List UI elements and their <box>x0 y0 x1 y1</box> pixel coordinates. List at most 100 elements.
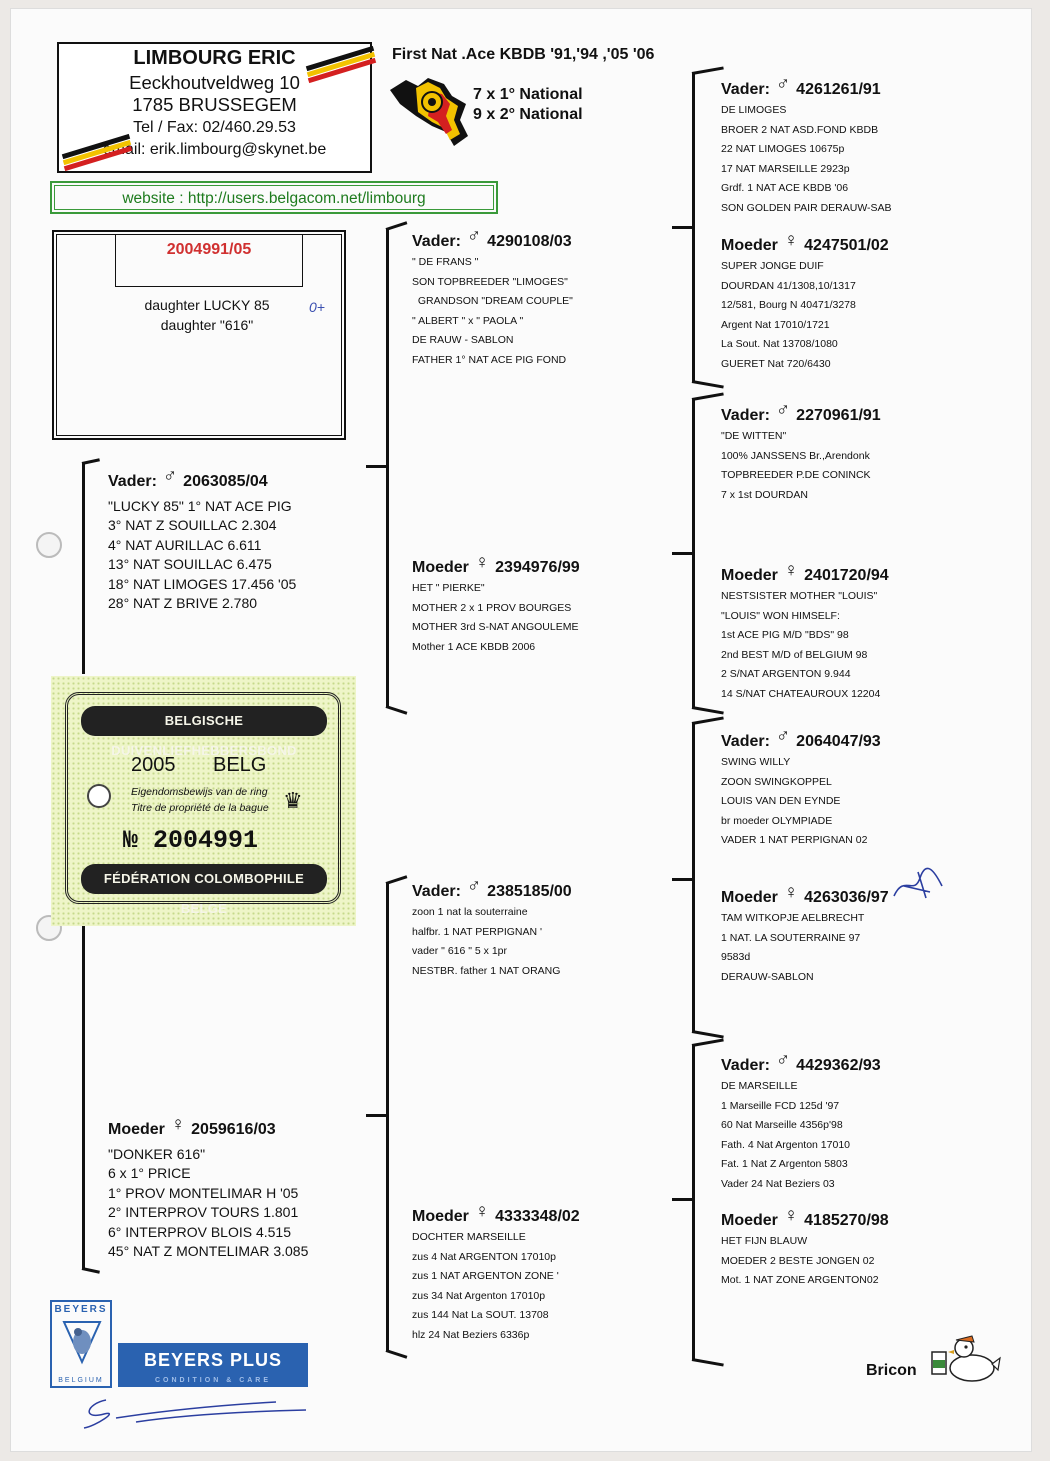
entry-dam-dam: Moeder♀4333348/02 DOCHTER MARSEILLE zus … <box>412 1201 580 1346</box>
sss-line: Grdf. 1 NAT ACE KBDB '06 <box>721 182 849 195</box>
sd-line: MOTHER 3rd S-NAT ANGOULEME <box>412 621 579 634</box>
dam-line: 2° INTERPROV TOURS 1.801 <box>108 1204 299 1221</box>
website-box[interactable]: website : http://users.belgacom.net/limb… <box>50 181 498 214</box>
breeder-name: LIMBOURG ERIC <box>133 47 296 69</box>
sd-line: HET " PIERKE" <box>412 582 485 594</box>
ss-line: FATHER 1° NAT ACE PIG FOND <box>412 353 567 366</box>
national-wins-second: 9 x 2° National <box>473 106 583 123</box>
handwritten-scribble <box>893 867 943 899</box>
bracket-dd-parents-connector <box>672 1198 694 1201</box>
ddd-line: HET FIJN BLAUW <box>721 1235 808 1247</box>
male-symbol-icon: ♂ <box>775 1050 791 1071</box>
dds-line: DE MARSEILLE <box>721 1080 798 1092</box>
entry-sss: Vader:♂4261261/91 DE LIMOGES BROER 2 NAT… <box>721 74 892 219</box>
entry-dam: Moeder♀2059616/03 "DONKER 616" 6 x 1° PR… <box>108 1114 308 1261</box>
ds-line: NESTBR. father 1 NAT ORANG <box>412 964 561 977</box>
sds-line: 100% JANSSENS Br.,Arendonk <box>721 449 870 462</box>
subject-ring-number: 2004991/05 <box>166 241 252 258</box>
ss-line: SON TOPBREEDER "LIMOGES" <box>412 275 568 288</box>
beyers-plus-text: BEYERS PLUS <box>143 1350 283 1370</box>
male-symbol-icon: ♂ <box>466 876 482 897</box>
beyers-logo-country: BELGIUM <box>58 1377 104 1384</box>
pigeon-icon <box>62 1321 102 1365</box>
breeder-card: LIMBOURG ERIC Eeckhoutveldweg 10 1785 BR… <box>57 42 377 173</box>
sds-line: 7 x 1st DOURDAN <box>721 488 808 501</box>
entry-sire-dam: Moeder♀2394976/99 HET " PIERKE" MOTHER 2… <box>412 552 580 657</box>
dds-line: 60 Nat Marseille 4356p'98 <box>721 1119 843 1132</box>
female-symbol-icon: ♀ <box>783 560 799 581</box>
dd-line: DOCHTER MARSEILLE <box>412 1231 526 1243</box>
sire-role: Vader: <box>108 473 157 490</box>
dds-ring: 4429362/93 <box>796 1057 881 1074</box>
sire-line: 3° NAT Z SOUILLAC 2.304 <box>108 517 277 534</box>
dd-line: zus 1 NAT ARGENTON ZONE ' <box>412 1270 559 1283</box>
sds-line: TOPBREEDER P.DE CONINCK <box>721 469 871 482</box>
bracket-sire <box>82 462 85 674</box>
sds-role: Vader: <box>721 407 770 424</box>
ss-ring: 4290108/03 <box>487 233 572 250</box>
sss-line: BROER 2 NAT ASD.FOND KBDB <box>721 123 879 136</box>
sd-line: Mother 1 ACE KBDB 2006 <box>412 640 536 653</box>
sdd-role: Moeder <box>721 567 778 584</box>
bracket-ds-parents <box>692 722 695 1032</box>
certificate-number: № 2004991 <box>123 826 259 855</box>
ddd-role: Moeder <box>721 1212 778 1229</box>
dam-line: 1° PROV MONTELIMAR H '05 <box>108 1184 299 1201</box>
female-symbol-icon: ♀ <box>783 882 799 903</box>
dam-ring: 2059616/03 <box>191 1121 276 1138</box>
bricon-brand: Bricon <box>866 1362 917 1379</box>
sd-role: Moeder <box>412 559 469 576</box>
dam-line: "DONKER 616" <box>108 1146 206 1162</box>
beyers-plus-subtitle: CONDITION & CARE <box>154 1377 272 1384</box>
dds-line: Fath. 4 Nat Argenton 17010 <box>721 1138 851 1151</box>
ssd-line: GUERET Nat 720/6430 <box>721 357 831 370</box>
beyers-logo-text: BEYERS <box>54 1304 108 1315</box>
dam-line: 6 x 1° PRICE <box>108 1165 191 1182</box>
ds-ring: 2385185/00 <box>487 883 572 900</box>
beyers-plus-banner: BEYERS PLUS CONDITION & CARE <box>118 1343 308 1387</box>
ssd-line: Argent Nat 17010/1721 <box>721 318 830 331</box>
bracket-sd-parents-connector <box>672 552 694 555</box>
sdd-line: 1st ACE PIG M/D "BDS" 98 <box>721 629 849 642</box>
dam-line: 6° INTERPROV BLOIS 4.515 <box>108 1223 292 1240</box>
entry-sire: Vader:♂2063085/04 "LUCKY 85" 1° NAT ACE … <box>108 466 296 613</box>
ring-certificate: BELGISCHE DUIVENLIEFHEBBERSBOND 2005 BEL… <box>51 676 356 926</box>
beyers-logo: BEYERS BELGIUM <box>50 1300 112 1388</box>
dd-line: zus 144 Nat La SOUT. 13708 <box>412 1309 549 1322</box>
entry-sire-sire: Vader:♂4290108/03 " DE FRANS " SON TOPBR… <box>412 226 573 371</box>
male-symbol-icon: ♂ <box>775 74 791 95</box>
binder-hole-top <box>36 532 62 558</box>
website-link[interactable]: website : http://users.belgacom.net/limb… <box>54 185 494 210</box>
dss-role: Vader: <box>721 733 770 750</box>
ddd-ring: 4185270/98 <box>804 1212 889 1229</box>
dsd-line: 1 NAT. LA SOUTERRAINE 97 <box>721 931 861 944</box>
dd-role: Moeder <box>412 1208 469 1225</box>
sdd-ring: 2401720/94 <box>804 567 889 584</box>
ss-line: " ALBERT " x " PAOLA " <box>412 314 524 327</box>
subject-ring-box: 2004991/05 <box>115 235 303 287</box>
breeder-email[interactable]: email: erik.limbourg@skynet.be <box>102 141 327 158</box>
dsd-ring: 4263036/97 <box>804 889 889 906</box>
entry-sdd: Moeder♀2401720/94 NESTSISTER MOTHER "LOU… <box>721 560 889 705</box>
female-symbol-icon: ♀ <box>783 1205 799 1226</box>
sds-ring: 2270961/91 <box>796 407 881 424</box>
ssd-line: SUPER JONGE DUIF <box>721 260 824 272</box>
breeder-phone: Tel / Fax: 02/460.29.53 <box>133 119 296 136</box>
dsd-line: DERAUW-SABLON <box>721 970 814 983</box>
dsd-line: 9583d <box>721 951 751 964</box>
subject-inner-frame: 2004991/05 daughter LUCKY 85 daughter "6… <box>56 234 342 436</box>
subject-line-1: daughter LUCKY 85 <box>144 297 270 313</box>
sss-line: 17 NAT MARSEILLE 2923p <box>721 162 850 175</box>
entry-dss: Vader:♂2064047/93 SWING WILLY ZOON SWING… <box>721 726 881 851</box>
sss-line: DE LIMOGES <box>721 104 787 116</box>
male-symbol-icon: ♂ <box>162 466 178 487</box>
ds-line: vader " 616 " 5 x 1pr <box>412 945 508 958</box>
sd-ring: 2394976/99 <box>495 559 580 576</box>
female-symbol-icon: ♀ <box>474 1201 490 1222</box>
sire-line: 28° NAT Z BRIVE 2.780 <box>108 595 258 612</box>
dds-line: 1 Marseille FCD 125d '97 <box>721 1099 840 1112</box>
certificate-line-nl: Eigendomsbewijs van de ring <box>131 786 268 798</box>
ss-line: DE RAUW - SABLON <box>412 334 514 347</box>
ss-line: GRANDSON "DREAM COUPLE" <box>412 295 573 308</box>
sire-line: 13° NAT SOUILLAC 6.475 <box>108 556 272 573</box>
